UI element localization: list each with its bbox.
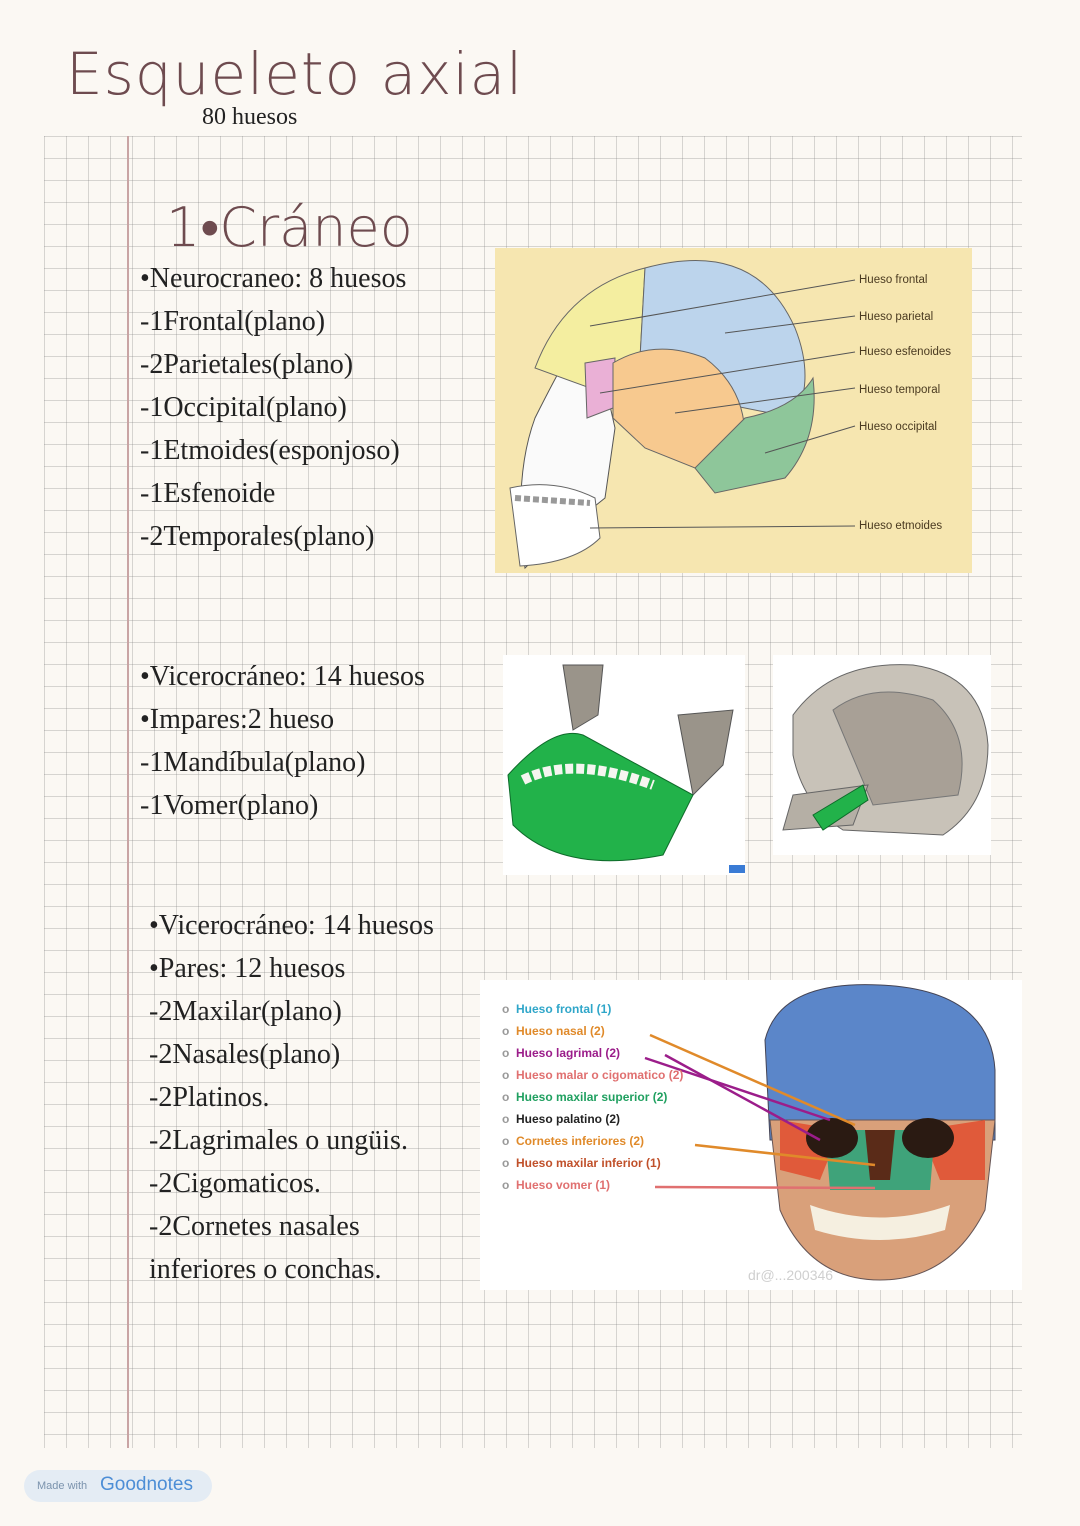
legend-item: Hueso lagrimal (2) [516, 1046, 621, 1060]
list-item: -1Frontal(plano) [140, 306, 326, 337]
list-item: •Pares: 12 huesos [149, 953, 346, 984]
page-subtitle: 80 huesos [202, 104, 298, 130]
list-item: -2Maxilar(plano) [149, 996, 342, 1027]
list-item: inferiores o conchas. [149, 1254, 382, 1285]
list-item: -1Occipital(plano) [140, 392, 347, 423]
label-hueso-parietal: Hueso parietal [859, 311, 933, 323]
legend-item: Hueso vomer (1) [516, 1178, 611, 1192]
neurocraneo-list: •Neurocraneo: 8 huesos -1Frontal(plano) … [140, 257, 406, 558]
legend-item: Hueso frontal (1) [516, 1002, 612, 1016]
label-hueso-frontal: Hueso frontal [859, 274, 927, 286]
list-item: -1Etmoides(esponjoso) [140, 435, 400, 466]
list-item: -1Vomer(plano) [140, 790, 319, 821]
legend-item: Cornetes inferiores (2) [516, 1134, 645, 1148]
image-watermark: dr@...200346 [748, 1267, 833, 1283]
legend-item: Hueso malar o cigomatico (2) [516, 1068, 684, 1082]
list-item: •Neurocraneo: 8 huesos [140, 263, 407, 294]
legend-item: Hueso palatino (2) [516, 1112, 621, 1126]
label-hueso-temporal: Hueso temporal [859, 384, 940, 396]
list-item: -2Nasales(plano) [149, 1039, 341, 1070]
label-hueso-occipital: Hueso occipital [859, 421, 937, 433]
frontal-skull-legend: o Hueso frontal (1) o Hueso nasal (2) o … [502, 1002, 684, 1192]
list-item: -2Parietales(plano) [140, 349, 354, 380]
list-item: -2Temporales(plano) [140, 521, 375, 552]
legend-item: Hueso maxilar inferior (1) [516, 1156, 661, 1170]
list-item: •Vicerocráneo: 14 huesos [149, 910, 434, 941]
label-hueso-esfenoides: Hueso esfenoides [859, 346, 951, 358]
page-title: Esqueleto axial [66, 40, 524, 108]
goodnotes-logo: Goodnotes [100, 1474, 193, 1495]
viscerocraneo-impares-list: •Vicerocráneo: 14 huesos •Impares:2 hues… [140, 655, 425, 827]
list-item: -2Lagrimales o ungüis. [149, 1125, 408, 1156]
list-item: •Vicerocráneo: 14 huesos [140, 661, 425, 692]
label-hueso-etmoides: Hueso etmoides [859, 520, 942, 532]
lateral-skull-image: Hueso frontal Hueso parietal Hueso esfen… [495, 248, 972, 573]
list-item: -1Esfenoide [140, 478, 276, 509]
legend-item: Hueso maxilar superior (2) [516, 1090, 668, 1104]
goodnotes-badge[interactable]: Made with Goodnotes [24, 1470, 212, 1502]
mandible-image [503, 655, 745, 875]
sagittal-skull-image [773, 655, 991, 855]
margin-line [127, 136, 129, 1448]
list-item: •Impares:2 hueso [140, 704, 335, 735]
list-item: -2Cigomaticos. [149, 1168, 321, 1199]
list-item: -2Platinos. [149, 1082, 270, 1113]
viscerocraneo-pares-list: •Vicerocráneo: 14 huesos •Pares: 12 hues… [149, 904, 434, 1291]
frontal-skull-image: dr@...200346 o Hueso frontal (1) o Hueso… [480, 980, 1022, 1290]
list-item: -1Mandíbula(plano) [140, 747, 366, 778]
section-title-craneo: 1•Cráneo [166, 196, 413, 259]
list-item: -2Cornetes nasales [149, 1211, 360, 1242]
made-with-label: Made with [37, 1480, 88, 1492]
legend-item: Hueso nasal (2) [516, 1024, 605, 1038]
